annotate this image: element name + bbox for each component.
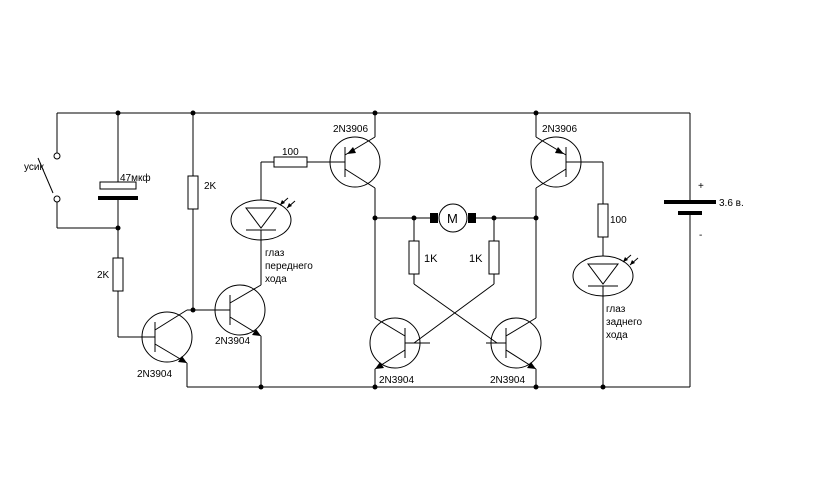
battery-minus-label: - (699, 230, 702, 241)
junction-dots (115, 110, 606, 390)
capacitor-label: 47мкф (120, 172, 151, 184)
led-rear-label-3: хода (606, 330, 628, 341)
q-bottom-right-label: 2N3904 (490, 375, 525, 386)
resistor-2k-bias (187, 113, 199, 310)
resistor-100-rear (597, 162, 609, 256)
transistor-input (140, 309, 215, 387)
resistor-1k-left-label: 1K (424, 253, 438, 265)
q-input-label: 2N3904 (137, 369, 172, 380)
q-bottom-left-label: 2N3904 (379, 375, 414, 386)
resistor-2k-bias-label: 2K (204, 181, 217, 192)
led-front-label-3: хода (265, 274, 287, 285)
resistor-1k-left (408, 218, 498, 344)
transistor-bottom-left (369, 218, 430, 387)
transistor-top-right (530, 113, 603, 218)
battery (664, 113, 716, 387)
resistor-100-front-label: 100 (282, 147, 299, 158)
transistor-top-left (329, 113, 381, 218)
resistor-2k-input-label: 2K (97, 270, 110, 281)
resistor-100-front (261, 156, 330, 168)
transistor-bottom-right (486, 218, 542, 387)
q-driver-label: 2N3904 (215, 336, 250, 347)
led-rear-label-1: глаз (606, 304, 626, 315)
led-front-eye (230, 162, 296, 241)
transistor-driver (214, 240, 266, 387)
battery-voltage-label: 3.6 в. (719, 198, 744, 209)
led-rear-label-2: заднего (606, 317, 642, 328)
battery-plus-label: + (698, 181, 704, 192)
resistor-2k-input (112, 257, 140, 338)
resistor-1k-right (413, 218, 500, 344)
motor (375, 203, 536, 233)
led-front-label-1: глаз (265, 248, 285, 259)
capacitor-47uf (98, 113, 138, 258)
resistor-100-rear-label: 100 (610, 215, 627, 226)
led-front-label-2: переднего (265, 261, 313, 272)
motor-label: M (447, 211, 458, 226)
resistor-1k-right-label: 1K (469, 253, 483, 265)
q-top-left-label: 2N3906 (333, 124, 368, 135)
led-rear-eye (572, 254, 639, 387)
q-top-right-label: 2N3906 (542, 124, 577, 135)
switch-label: усик (24, 162, 44, 173)
whisker-switch (37, 113, 118, 229)
